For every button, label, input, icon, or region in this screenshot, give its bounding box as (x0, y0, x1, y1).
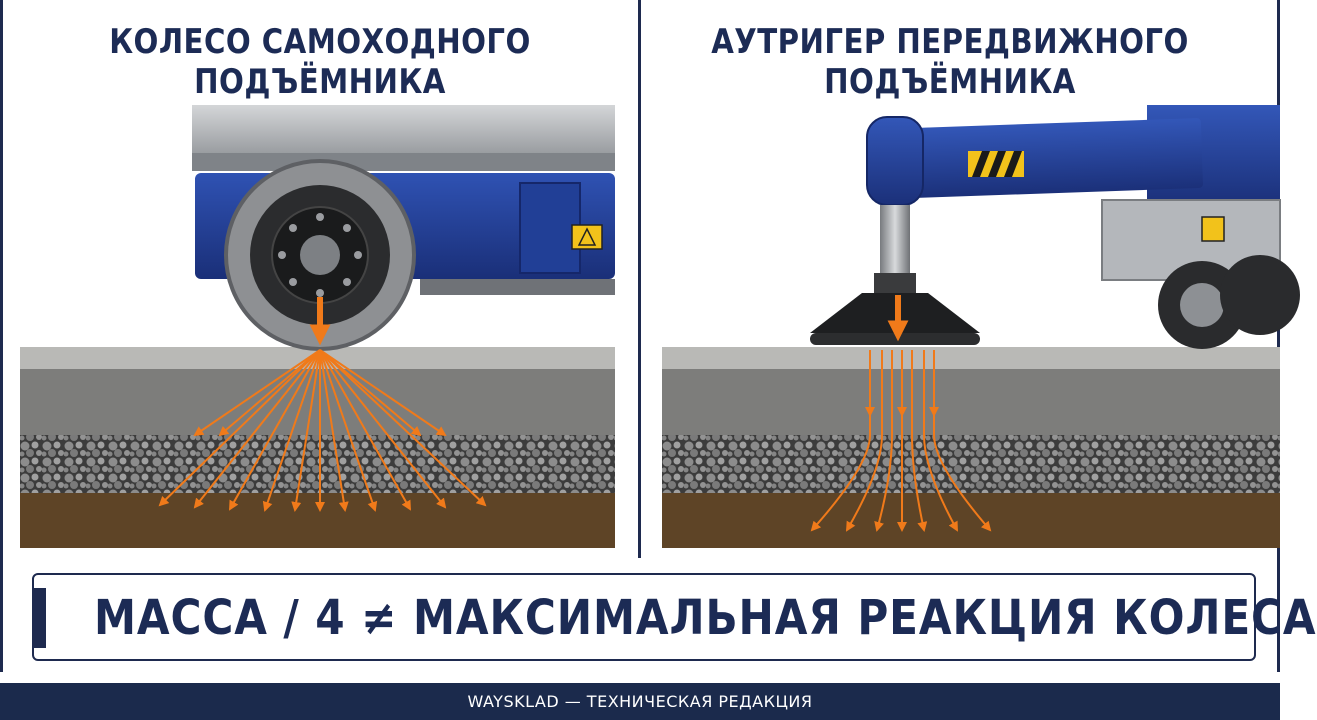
banner-text: МАССА / 4 ≠ МАКСИМАЛЬНАЯ РЕАКЦИЯ КОЛЕСА (94, 590, 1317, 646)
right-title-line2: ПОДЪЁМНИКА (824, 62, 1076, 102)
gravel-layer (20, 435, 615, 493)
panel-divider (638, 0, 641, 558)
load-distribution-arrows (158, 349, 487, 512)
wheel-load-illustration (20, 105, 615, 548)
footer-bar: WAYSKLAD — ТЕХНИЧЕСКАЯ РЕДАКЦИЯ (0, 683, 1280, 720)
right-panel-title: АУТРИГЕР ПЕРЕДВИЖНОГО ПОДЪЁМНИКА (692, 22, 1208, 102)
frame-right-edge (1277, 0, 1280, 672)
gravel-layer-right (662, 435, 1280, 493)
warning-label-icon-right (1201, 216, 1225, 242)
right-title-line1: АУТРИГЕР ПЕРЕДВИЖНОГО (711, 22, 1189, 62)
concrete-top-surface-right (662, 347, 1280, 369)
lift-upper-chassis (192, 105, 615, 153)
left-title-line2: ПОДЪЁМНИКА (194, 62, 446, 102)
left-panel-title: КОЛЕСО САМОХОДНОГО ПОДЪЁМНИКА (62, 22, 578, 102)
banner-accent-tab (32, 588, 46, 648)
soil-layer-right (662, 493, 1280, 548)
footer-credit: WAYSKLAD — ТЕХНИЧЕСКАЯ РЕДАКЦИЯ (467, 692, 813, 711)
key-message-banner: МАССА / 4 ≠ МАКСИМАЛЬНАЯ РЕАКЦИЯ КОЛЕСА (32, 573, 1317, 661)
frame-left-edge (0, 0, 3, 672)
outrigger-arm (911, 118, 1203, 198)
concrete-slab-layer-right (662, 369, 1280, 435)
concrete-slab-layer (20, 369, 615, 435)
outrigger-jack (880, 205, 910, 275)
left-title-line1: КОЛЕСО САМОХОДНОГО (109, 22, 531, 62)
soil-layer (20, 493, 615, 548)
outrigger-distribution-arrows (810, 350, 992, 532)
outrigger-load-illustration (662, 105, 1300, 548)
